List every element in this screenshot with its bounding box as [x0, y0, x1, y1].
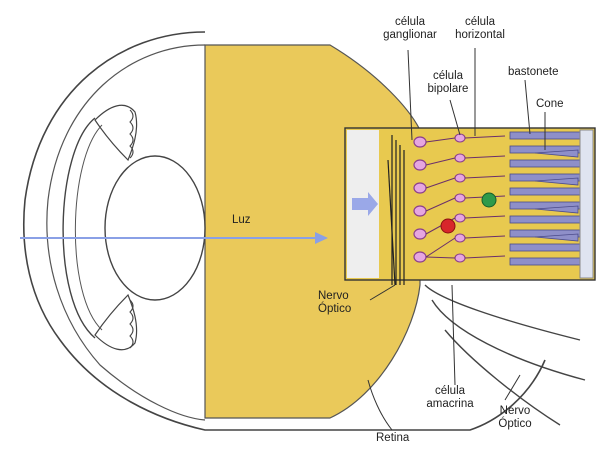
cornea — [63, 118, 95, 338]
cornea-inner — [75, 125, 102, 330]
iris-upper — [95, 105, 137, 160]
lens — [105, 156, 205, 300]
label-celula-amacrina: célula amacrina — [420, 385, 480, 411]
amacrine-cell — [441, 219, 455, 233]
optic-nerve-outer — [425, 285, 580, 340]
label-bastonete: bastonete — [508, 66, 559, 79]
pigment-layer — [580, 130, 593, 278]
horizontal-cell — [482, 193, 496, 207]
label-nervo-optico-right: Nervo Óptico — [490, 405, 540, 431]
label-nervo-optico-left: Nervo Óptico — [318, 290, 351, 316]
label-retina: Retina — [376, 432, 409, 445]
label-celula-bipolare: célula bipolare — [413, 70, 483, 96]
iris-lower — [95, 295, 137, 350]
label-celula-horizontal: célula horizontal — [440, 16, 520, 42]
label-luz: Luz — [232, 214, 251, 227]
label-celula-ganglionar: célula ganglionar — [370, 16, 450, 42]
label-cone: Cone — [536, 98, 564, 111]
